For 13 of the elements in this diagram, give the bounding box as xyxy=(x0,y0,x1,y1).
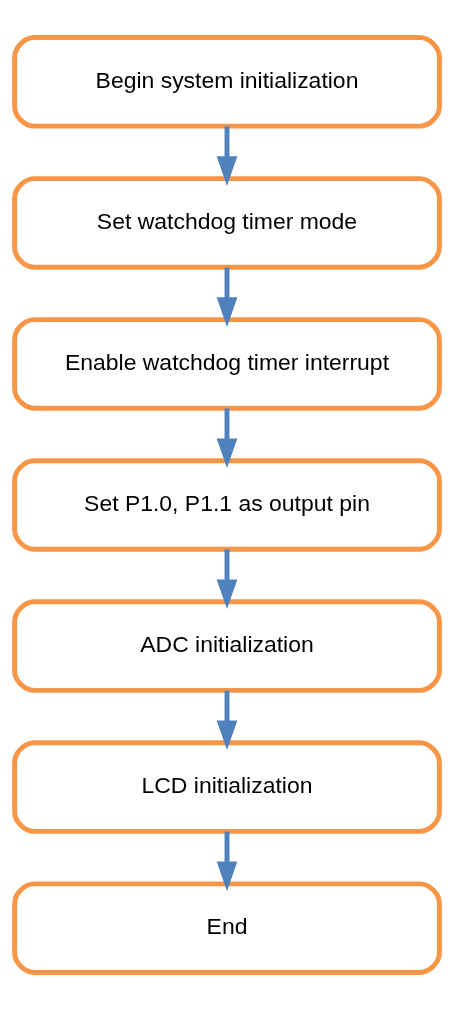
node-box: Set watchdog timer mode xyxy=(12,175,442,270)
node-box: ADC initialization xyxy=(12,598,442,693)
arrow xyxy=(216,125,238,186)
arrow xyxy=(216,407,238,468)
arrow xyxy=(216,690,238,750)
node-box: Begin system initialization xyxy=(12,34,442,129)
node-box: End xyxy=(12,880,442,975)
node-box: Enable watchdog timer interrupt xyxy=(12,316,442,411)
node-box: LCD initialization xyxy=(12,739,442,834)
node-box: Set P1.0, P1.1 as output pin xyxy=(12,457,442,552)
arrow xyxy=(216,831,238,891)
arrow xyxy=(216,549,238,609)
arrow xyxy=(216,266,238,327)
